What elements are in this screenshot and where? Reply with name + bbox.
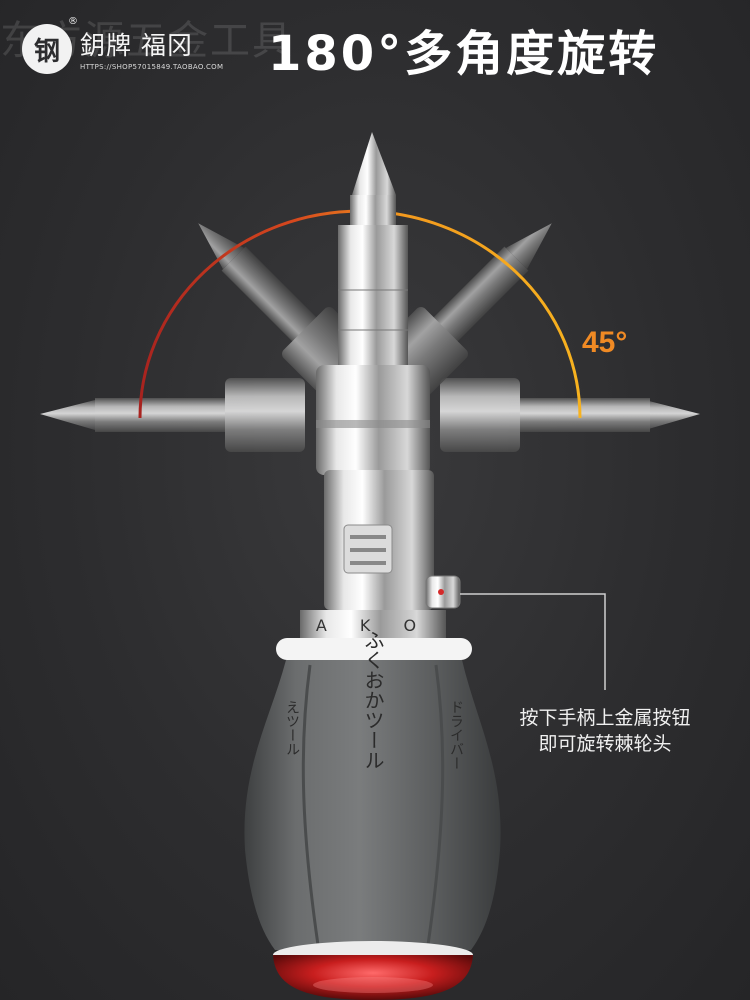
handle: ふくおかツール えツール ドライバー (244, 630, 501, 950)
shop-url: HTTPS://SHOP57015849.TAOBAO.COM (80, 63, 224, 71)
logo-char: 钢 (33, 36, 60, 67)
brand-name: 鈅牌 福冈 (80, 31, 193, 60)
brand-seal-icon: 钢 (22, 24, 72, 74)
handle-end-cap (273, 941, 473, 1000)
handle-front-text: ふくおかツール (361, 630, 385, 770)
callout-text: 按下手柄上金属按钮 即可旋转棘轮头 (490, 705, 720, 757)
collar-text: A K O (316, 616, 430, 635)
headline: 180°多角度旋转 (268, 26, 660, 82)
callout-line2: 即可旋转棘轮头 (538, 733, 672, 755)
ratchet-head (316, 365, 434, 610)
release-button-icon (425, 575, 461, 609)
angle-label: 45° (582, 326, 628, 359)
main-bit (338, 132, 408, 365)
callout-line1: 按下手柄上金属按钮 (519, 707, 691, 729)
ghost-bit-left (40, 378, 305, 452)
callout-line (460, 593, 606, 690)
handle-left-text: えツール (284, 700, 300, 756)
ghost-bit-right (440, 378, 700, 452)
registered-mark: ® (68, 16, 78, 27)
handle-right-text: ドライバー (448, 700, 464, 770)
handle-collar: A K O (276, 610, 472, 660)
